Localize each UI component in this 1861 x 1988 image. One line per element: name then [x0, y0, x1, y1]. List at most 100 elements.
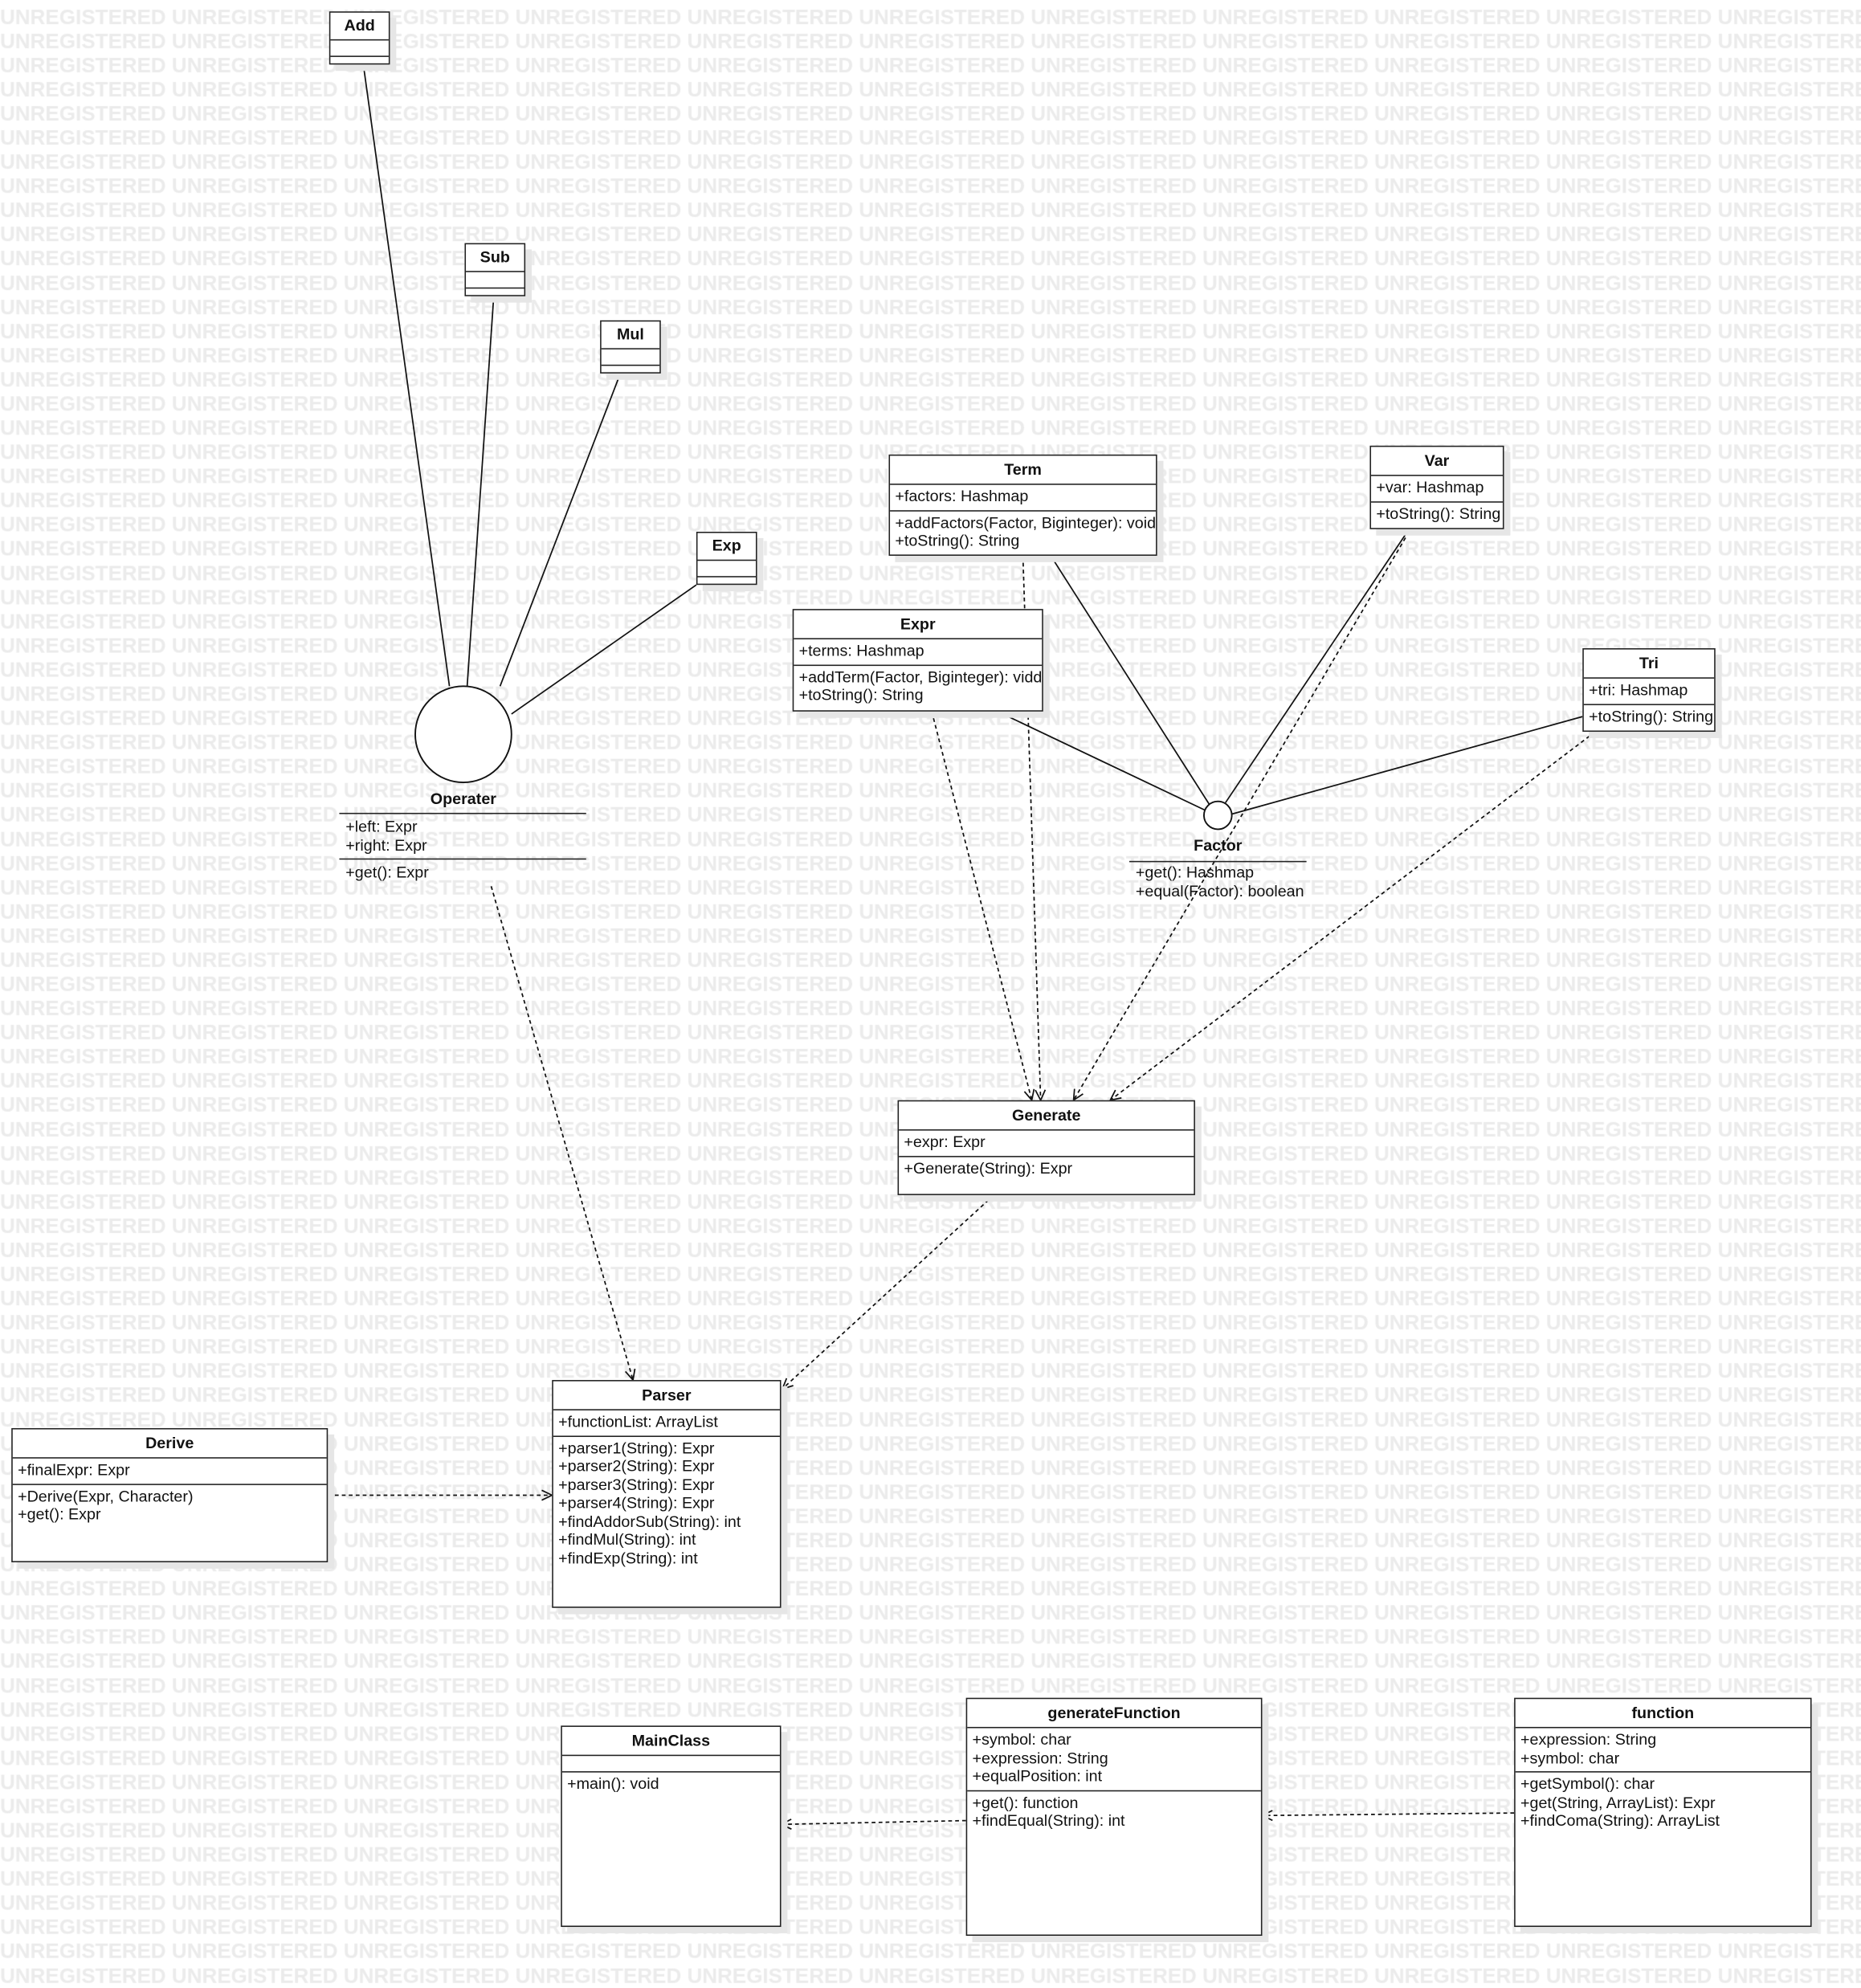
class-mainclass[interactable]: MainClass +main(): void [561, 1725, 782, 1927]
class-name: Add [330, 13, 389, 41]
class-methods: +getSymbol(): char+get(String, ArrayList… [1516, 1773, 1810, 1834]
interface-divider [1128, 860, 1307, 863]
method: +getSymbol(): char [1520, 1774, 1655, 1793]
class-expr[interactable]: Expr +terms: Hashmap +addTerm(Factor, Bigi… [792, 609, 1043, 712]
method: +toString(): String [1589, 707, 1714, 725]
factor-interface-circle [1203, 800, 1233, 831]
interface-divider [339, 812, 586, 814]
class-attributes [697, 561, 756, 578]
class-tri[interactable]: Tri+tri: Hashmap +toString(): String [1582, 648, 1716, 733]
class-name: function [1515, 1699, 1810, 1729]
method: +get(): Expr [18, 1505, 101, 1524]
method: +get(String, ArrayList): Expr [1520, 1793, 1716, 1811]
class-name: Var [1371, 447, 1503, 476]
realization-term-factor [1050, 555, 1210, 805]
method: +findComa(String): ArrayList [1520, 1811, 1720, 1830]
attribute: +tri: Hashmap [1589, 680, 1688, 700]
realization-expr-factor [997, 711, 1206, 811]
class-methods: +parser1(String): Expr+parser2(String): … [553, 1436, 780, 1571]
class-attributes: +finalExpr: Expr [12, 1459, 327, 1485]
attribute: +finalExpr: Expr [18, 1460, 130, 1480]
realization-mul-operater [499, 373, 622, 687]
class-attributes [561, 1756, 780, 1773]
class-var[interactable]: Var +var: Hashmap +toString(): String [1369, 445, 1504, 529]
method: +findMul(String): int [558, 1530, 696, 1549]
arrowhead-icon [1072, 1088, 1084, 1102]
class-methods: +get(): function+findEqual(String): int [967, 1791, 1261, 1835]
method: +parser4(String): Expr [558, 1493, 715, 1512]
class-name: Expr [794, 610, 1043, 639]
dependency-operater-parser [490, 886, 634, 1381]
realization-var-factor [1225, 529, 1410, 803]
attribute: +left: Expr [345, 818, 418, 836]
method: +Generate(String): Expr [904, 1159, 1073, 1178]
attribute: +expression: String [1520, 1730, 1657, 1749]
class-methods: +Derive(Expr, Character)+get(): Expr [13, 1484, 327, 1528]
dependency-generate-parser [782, 1194, 994, 1390]
method: +toString(): String [1376, 504, 1501, 523]
class-attributes: +symbol: char+expression: String+equalPo… [967, 1729, 1261, 1791]
class-sub[interactable]: Sub [464, 243, 526, 296]
method: +get(): Hashmap [1135, 863, 1255, 882]
class-attributes: +expr: Expr [899, 1131, 1194, 1157]
class-mul[interactable]: Mul [600, 320, 661, 374]
class-methods: +addTerm(Factor, Biginteger): vidd+toStr… [794, 665, 1043, 708]
class-derive[interactable]: Derive+finalExpr: Expr+Derive(Expr, Char… [11, 1427, 329, 1563]
class-name: Exp [697, 533, 756, 561]
realization-add-operater [362, 64, 451, 687]
dependency-function-generatefunction [1262, 1812, 1515, 1817]
method: +parser3(String): Expr [558, 1476, 715, 1494]
class-attributes: +functionList: ArrayList [553, 1410, 780, 1437]
method: +parser2(String): Expr [558, 1457, 715, 1476]
class-term[interactable]: Term +factors: Hashmap +addFactors(Factor,… [888, 454, 1157, 556]
class-methods [602, 366, 660, 382]
class-exp[interactable]: Exp [696, 532, 757, 586]
class-name: Parser [553, 1382, 780, 1410]
class-methods: +main(): void [562, 1773, 780, 1798]
interface-name: Operater [430, 790, 496, 808]
class-methods: +Generate(String): Expr [899, 1157, 1194, 1182]
class-add[interactable]: Add [329, 11, 390, 65]
class-attributes: +terms: Hashmap [794, 639, 1043, 666]
class-name: Tri [1583, 650, 1715, 679]
method: +parser1(String): Expr [558, 1439, 715, 1457]
dependency-expr-generate [931, 711, 1033, 1100]
method: +addFactors(Factor, Biginteger): void [895, 513, 1157, 532]
attribute: +terms: Hashmap [798, 642, 924, 660]
class-generate[interactable]: Generate+expr: Expr+Generate(String): Ex… [897, 1100, 1195, 1195]
arrowhead-icon [781, 1378, 794, 1390]
arrowhead-icon [779, 1819, 792, 1830]
interface-name: Factor [1194, 836, 1243, 855]
class-parser[interactable]: Parser +functionList: ArrayList +parser1(S… [552, 1380, 782, 1608]
attribute: +functionList: ArrayList [558, 1413, 718, 1431]
method: +Derive(Expr, Character) [18, 1487, 194, 1505]
method: +findEqual(String): int [972, 1811, 1125, 1830]
class-methods: +toString(): String [1371, 502, 1503, 527]
method: +toString(): String [798, 686, 924, 704]
class-name: MainClass [561, 1727, 780, 1757]
class-generatefunction[interactable]: generateFunction+symbol: char+expression… [965, 1697, 1263, 1937]
method: +main(): void [567, 1774, 659, 1793]
class-name: Sub [466, 244, 524, 272]
dependency-var-generate [1072, 531, 1410, 1101]
class-methods [697, 578, 756, 593]
method: +equal(Factor): boolean [1135, 881, 1304, 900]
attribute: +var: Hashmap [1376, 478, 1484, 496]
dependency-generatefunction-mainclass [781, 1819, 966, 1826]
class-function[interactable]: function+expression: String+symbol: char… [1514, 1697, 1812, 1927]
class-attributes: +var: Hashmap [1371, 476, 1503, 502]
method: +findAddorSub(String): int [558, 1512, 741, 1530]
class-attributes: +factors: Hashmap [890, 485, 1157, 511]
class-attributes [601, 349, 660, 366]
class-name: Mul [601, 321, 660, 350]
attribute: +symbol: char [972, 1730, 1071, 1749]
class-attributes [330, 40, 389, 57]
method: +addTerm(Factor, Biginteger): vidd [798, 667, 1043, 686]
class-attributes [466, 272, 524, 289]
class-attributes: +expression: String+symbol: char [1515, 1729, 1810, 1773]
attribute: +factors: Hashmap [895, 487, 1029, 505]
class-name: Term [890, 455, 1157, 485]
class-methods [330, 57, 389, 72]
